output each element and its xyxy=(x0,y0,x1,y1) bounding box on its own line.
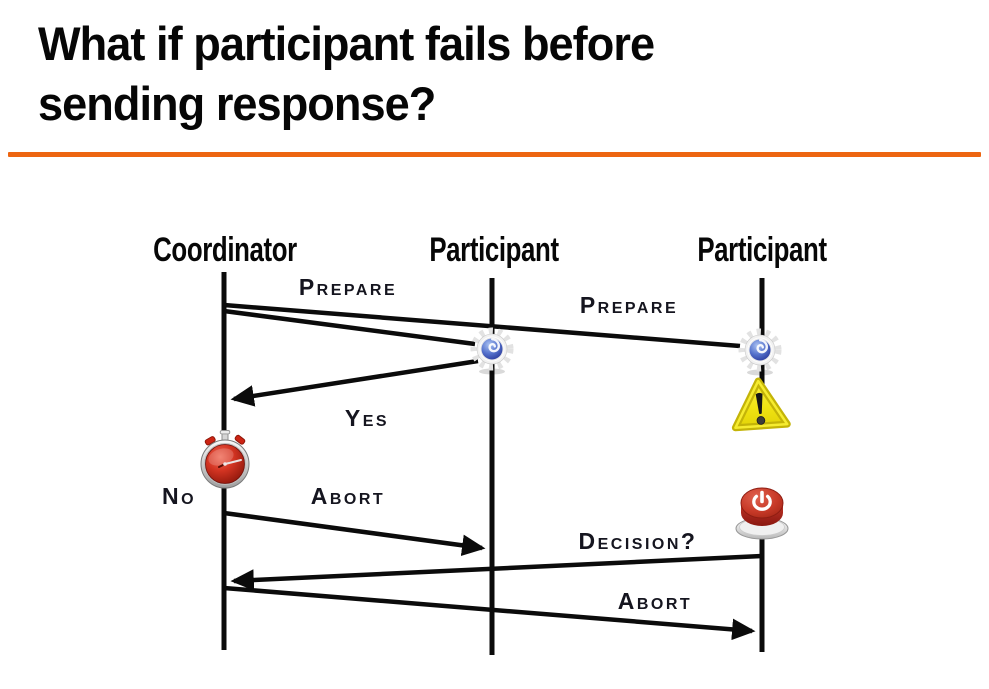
gear-teeth xyxy=(470,327,514,371)
stopwatch-hand xyxy=(224,459,242,465)
gear-globe xyxy=(748,338,772,362)
message-label-prepare-1: Prepare xyxy=(298,274,398,300)
message-label-no: No xyxy=(161,483,197,509)
message-line-decision xyxy=(230,553,763,591)
stopwatch-hub xyxy=(223,462,227,466)
warning-triangle-inner-edge xyxy=(734,379,789,430)
gear-swirl xyxy=(488,338,501,353)
gear-teeth xyxy=(738,328,782,372)
stopwatch-left-button xyxy=(204,436,216,446)
gear-shadow xyxy=(747,369,773,376)
message-label-decision: Decision? xyxy=(578,528,698,554)
slide-title: What if participant fails before sending… xyxy=(38,14,921,133)
slide-title-line1: What if participant fails before xyxy=(38,17,655,70)
warning-exclamation-bar xyxy=(755,392,763,415)
power-glyph-arc xyxy=(752,494,772,511)
gear-shadow xyxy=(479,368,505,375)
message-label-prepare-2: Prepare xyxy=(579,292,679,318)
gear-swirl xyxy=(756,339,769,354)
message-line-prepare-2 xyxy=(223,302,741,349)
message-line-prepare-1 xyxy=(223,308,476,347)
message-line-abort-2 xyxy=(223,585,756,641)
message-line-yes xyxy=(230,358,479,407)
title-divider xyxy=(8,152,981,157)
power-off-icon xyxy=(735,487,789,540)
stopwatch-right-button xyxy=(234,434,246,445)
stopwatch-timeout-icon xyxy=(200,430,250,489)
slide-title-line2: sending response? xyxy=(38,76,436,130)
stopwatch-crown-cap xyxy=(219,430,231,435)
processing-gear-icon xyxy=(470,327,514,375)
stopwatch-glare xyxy=(208,448,234,466)
warning-icon xyxy=(731,377,791,432)
actor-label-participant1: Participant xyxy=(429,231,559,269)
actor-label-coordinator: Coordinator xyxy=(153,231,297,269)
message-label-abort-2: Abort xyxy=(617,588,693,614)
actor-label-participant2: Participant xyxy=(697,231,827,269)
message-label-abort-1: Abort xyxy=(310,483,386,509)
gear-globe xyxy=(480,337,504,361)
message-label-yes: Yes xyxy=(344,405,390,431)
message-line-abort-1 xyxy=(223,510,486,556)
processing-gear-icon xyxy=(738,328,782,376)
warning-exclamation-dot xyxy=(756,416,766,425)
